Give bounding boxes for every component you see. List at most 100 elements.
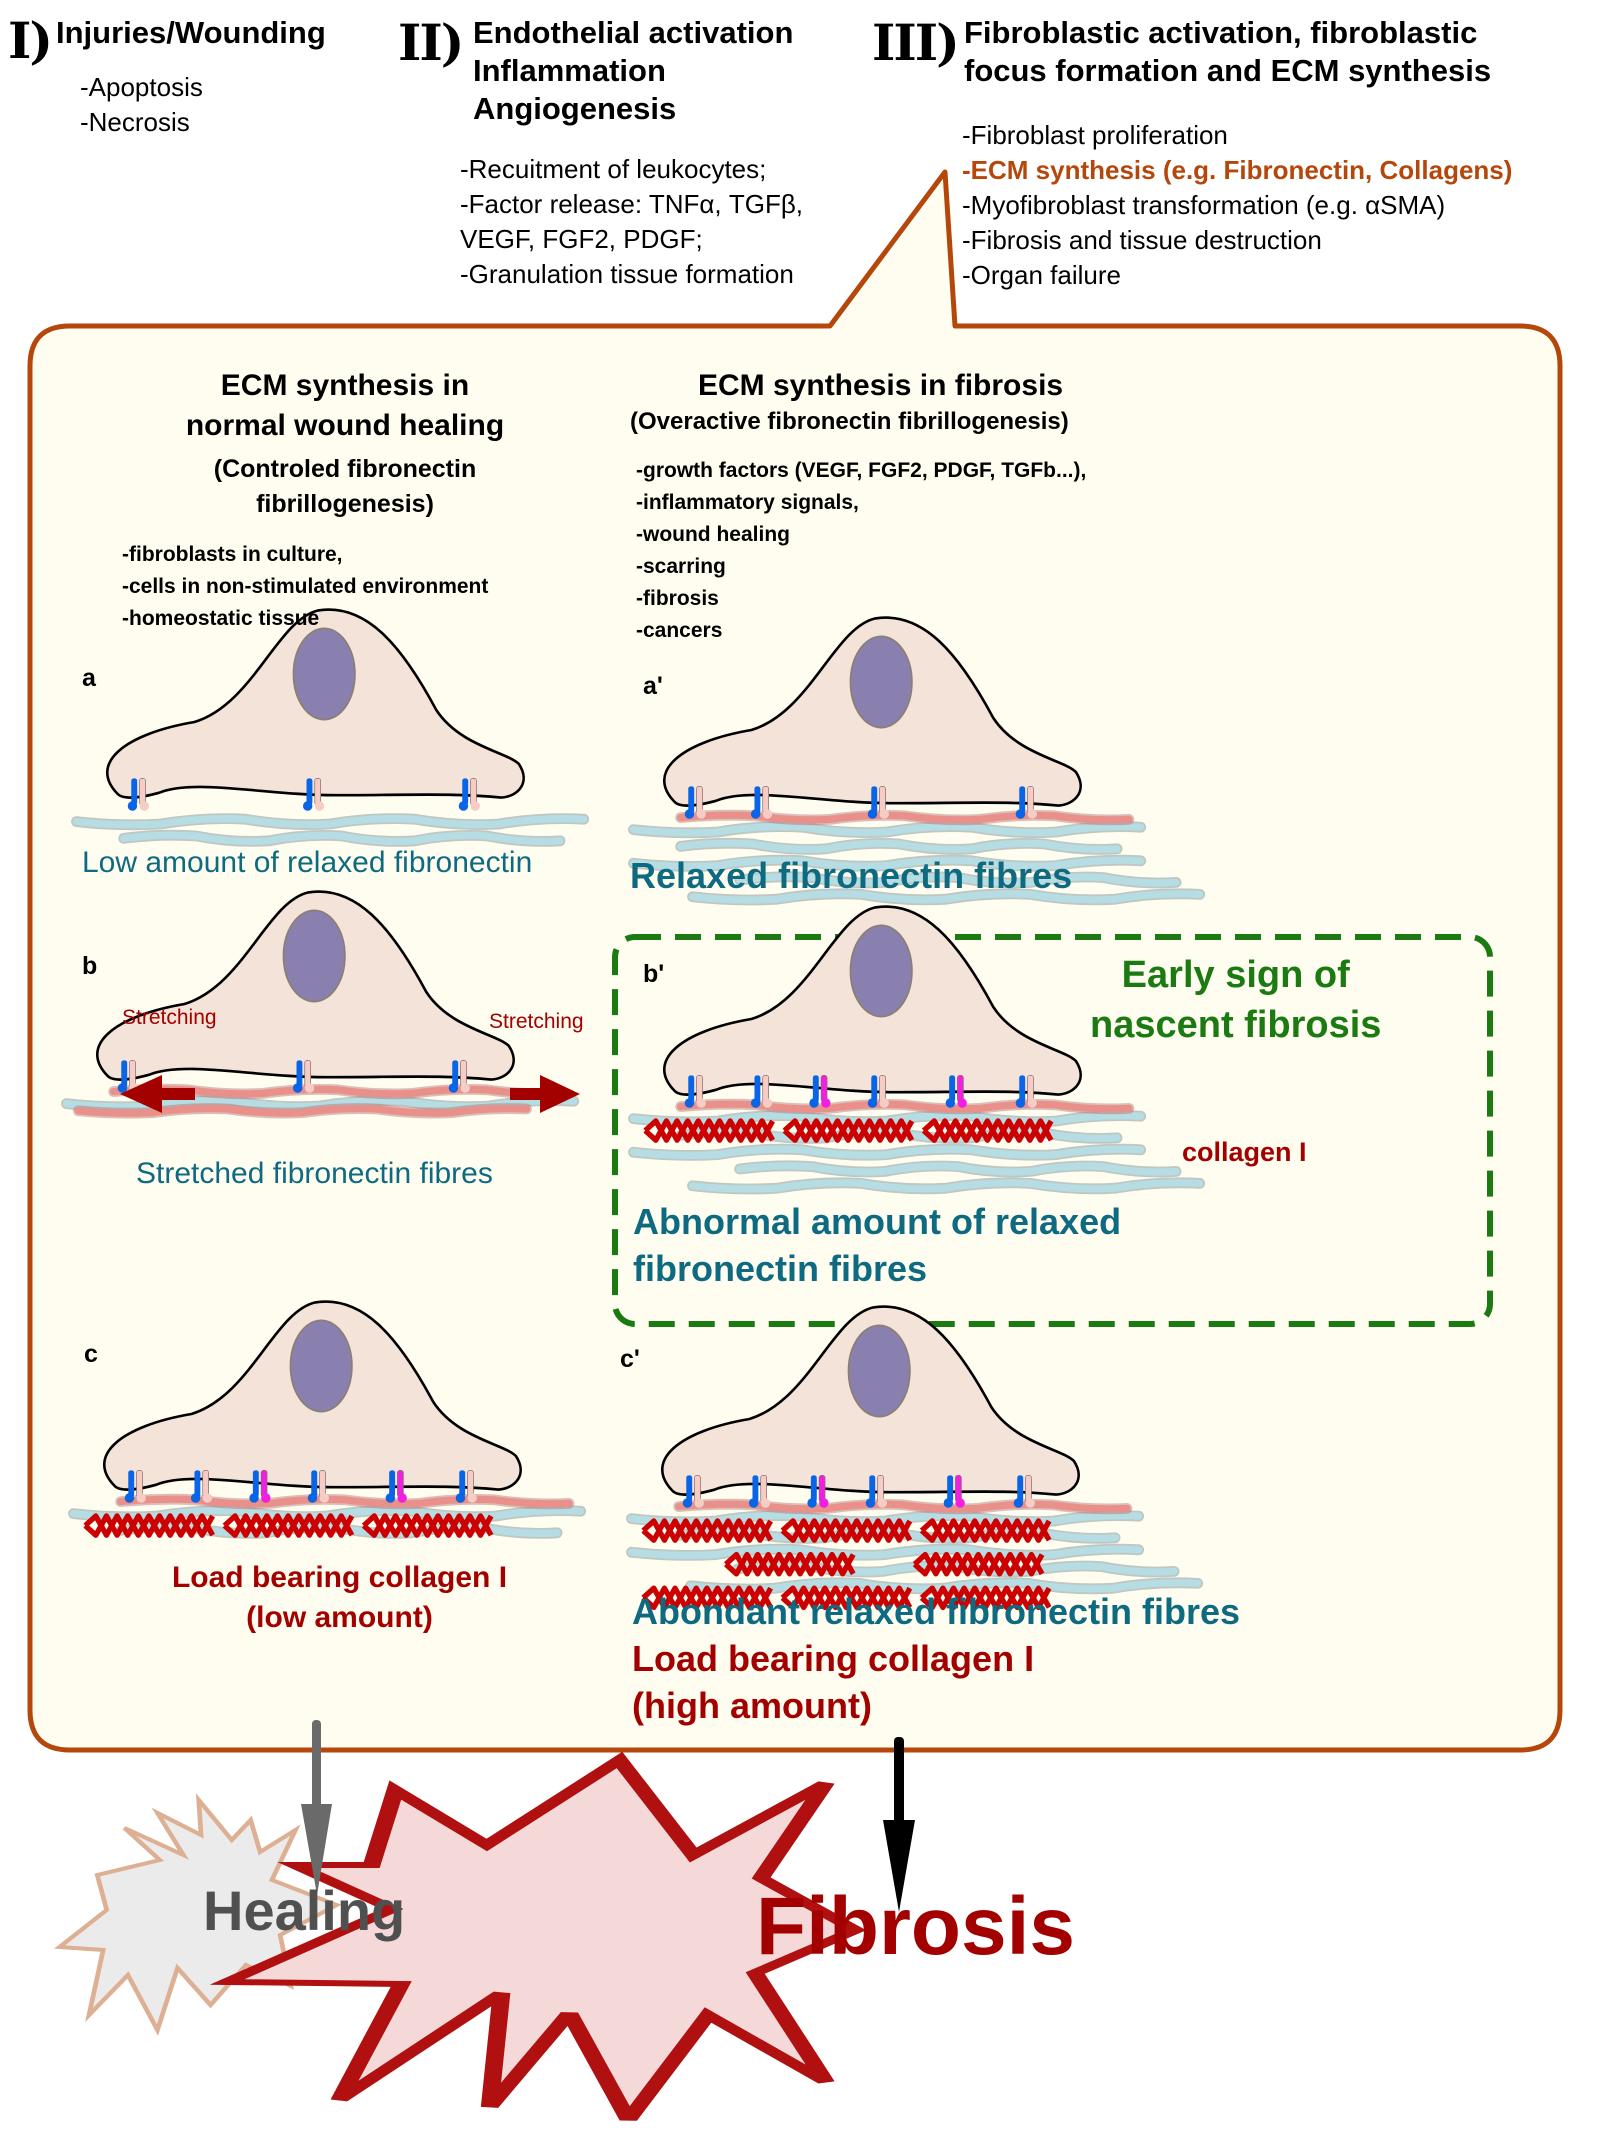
collagen-strand [724,1551,856,1577]
stretch-arrow-left-icon [120,1075,195,1113]
integrin-receptor-icon [124,1470,146,1503]
nascent-fibrosis-box [612,934,1493,1327]
integrin-activated-icon [809,1075,831,1108]
integrin-alpha [306,778,313,805]
left-column-title: ECM synthesis in normal wound healing [185,369,505,442]
integrin-beta-head [957,1098,967,1108]
integrin-beta-head [136,1493,146,1503]
outcome-healing: Healing [203,1879,406,1942]
collagen-strand [643,1118,775,1143]
integrin-beta [460,1060,467,1088]
cell-illustration-a [71,608,590,847]
integrin-beta [202,1470,209,1498]
collagen-fibril [780,1518,913,1543]
collagen-strand [919,1585,1052,1611]
callout-box [27,169,1563,1753]
integrin-receptor-icon [1015,786,1037,819]
integrin-beta-head [304,1083,315,1093]
collagen-fibril [724,1551,856,1577]
stage-1-item: -Apoptosis [80,72,203,102]
integrin-beta-head [955,1498,965,1508]
integrin-receptor-icon [865,1475,887,1508]
integrin-alpha-head [292,1083,303,1093]
integrin-alpha [131,778,138,805]
integrin-alpha [812,1075,819,1102]
left-bullet: -fibroblasts in culture, [122,543,343,566]
integrin-beta [877,1475,884,1503]
integrin-beta [1025,1475,1032,1503]
collagen-strand [780,1518,913,1543]
stage-3-item: -Fibroblast proliferation [962,120,1228,150]
collagen-strand [361,1513,494,1538]
caption-c-prime-collagen: Load bearing collagen I (high amount) [632,1638,1035,1726]
integrin-beta [1027,786,1034,814]
integrin-beta [136,1470,143,1498]
integrin-beta [467,1470,474,1498]
integrin-alpha [869,1475,876,1502]
integrin-receptor-icon [867,786,889,819]
integrin-alpha-head [1015,809,1026,819]
stage-2-item: VEGF, FGF2, PDGF; [460,224,703,254]
panel-label-c-prime: c' [620,1345,640,1373]
integrin-alpha [1019,786,1026,813]
stage-2-item: -Granulation tissue formation [460,259,794,289]
integrin-receptor-icon [748,1475,771,1508]
right-bullet: -fibrosis [636,587,719,610]
right-bullet: -inflammatory signals, [636,491,859,514]
nascent-fibrosis-title: Early sign of nascent fibrosis [1090,954,1382,1046]
collagen-fibril [83,1513,215,1538]
outcome-fibrosis: Fibrosis [756,1881,1075,1972]
integrin-beta [260,1470,268,1498]
integrin-beta-head [694,1498,704,1508]
collagen-strand [641,1518,773,1543]
fibronectin-fibre-relaxed [629,856,1145,870]
integrin-beta-head [261,1493,271,1503]
right-bullet: -growth factors (VEGF, FGF2, PDGF, TGFb.… [636,459,1087,482]
integrin-alpha-head [748,1498,759,1508]
integrin-beta [696,786,703,814]
integrin-receptor-icon [684,1075,706,1108]
integrin-receptor-icon [1015,1075,1037,1108]
integrin-alpha-head [302,801,313,811]
stage-3-item: -Organ failure [962,260,1121,290]
integrin-alpha [252,1470,259,1497]
fibronectin-fibre-stretched [74,1104,531,1117]
stage-2-item: -Recuitment of leukocytes; [460,154,767,184]
nucleus [289,1319,353,1413]
integrin-alpha [688,786,695,813]
stage-3-item: -Myofibroblast transformation (e.g. αSMA… [962,190,1446,220]
integrin-alpha [871,786,878,813]
fibronectin-fibre-relaxed [629,823,1145,837]
fibronectin-fibre-relaxed [677,839,1121,853]
collagen-fibril [912,1551,1045,1577]
collagen-fibril [361,1513,494,1538]
integrin-alpha-head [190,1493,201,1503]
integrin-alpha [1019,1075,1026,1102]
integrin-alpha [194,1470,201,1497]
integrin-alpha [688,1075,695,1102]
stage-3-numeral: III) [872,13,960,72]
integrin-alpha-head [455,1493,466,1503]
integrin-beta [304,1060,312,1088]
integrin-alpha [459,1470,466,1497]
integrin-beta [955,1475,962,1503]
integrin-alpha-head [750,1098,761,1108]
collagen-fibril [222,1513,355,1538]
integrin-alpha-head [867,809,878,819]
stage-2-numeral: II) [398,13,464,72]
integrin-beta-head [762,1098,773,1108]
collagen-strand [780,1518,913,1543]
integrin-beta [957,1075,964,1103]
integrin-beta-head [202,1493,213,1503]
collagen-strand [919,1518,1052,1543]
integrin-alpha-head [127,801,138,811]
caption-panel-b: Stretched fibronectin fibres [136,1157,493,1190]
cell-illustration-b2 [628,905,1206,1195]
caption-panel-c-prime: Abondant relaxed fibronectin fibres Load… [632,1588,1240,1729]
right-column-subtitle: (Overactive fibronectin fibrillogenesis) [630,408,1069,435]
integrin-beta [1027,1075,1034,1103]
integrin-receptor-icon [448,1060,470,1093]
collagen-strand [919,1585,1052,1611]
integrin-beta-head [1027,1098,1037,1108]
